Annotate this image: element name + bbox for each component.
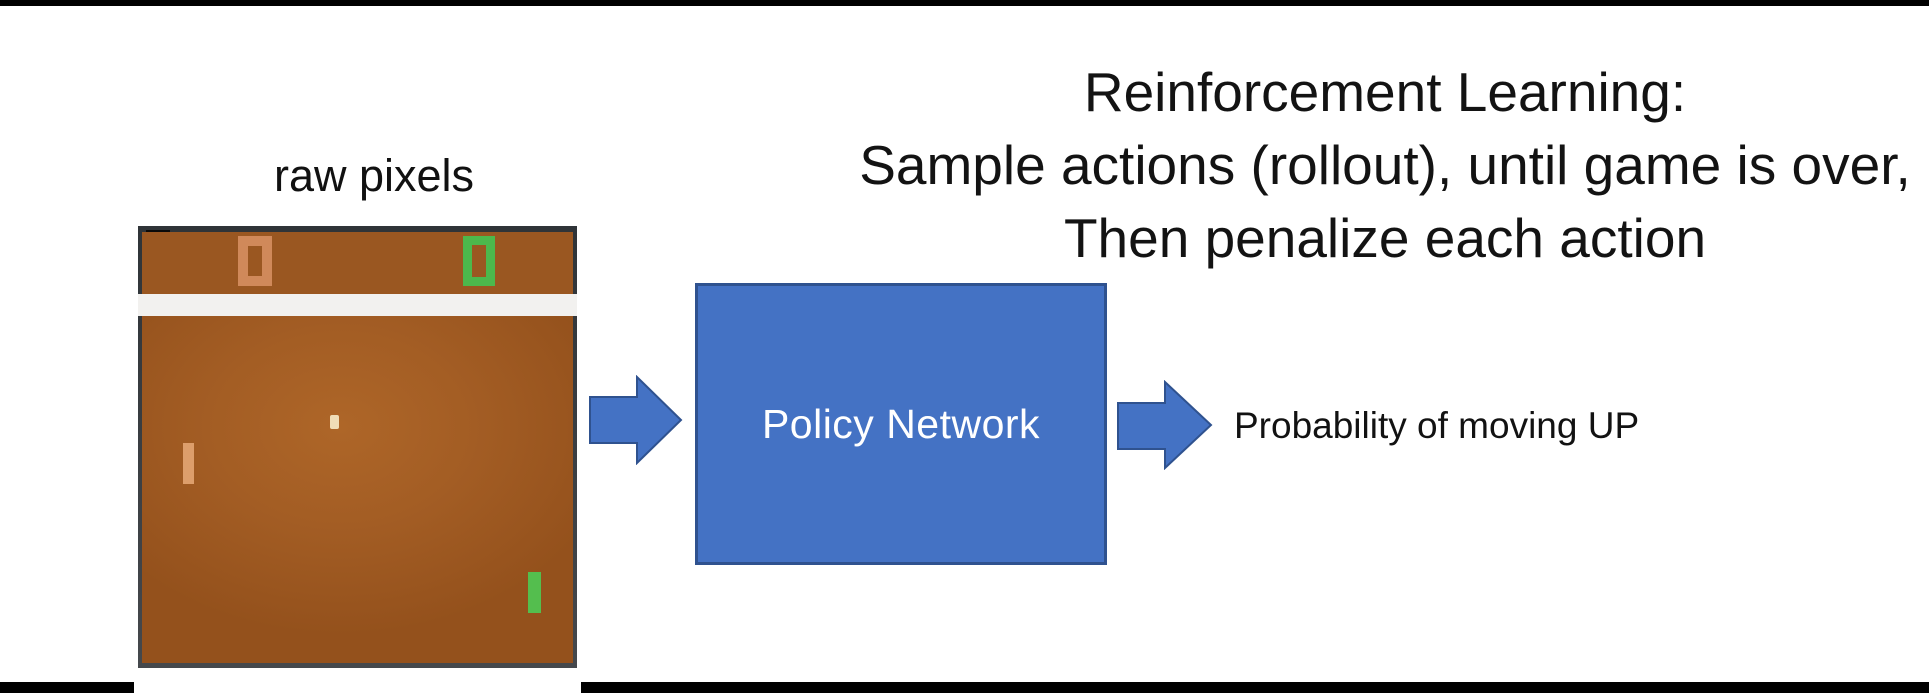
raw-pixels-label: raw pixels	[273, 150, 475, 201]
output-probability-label: Probability of moving UP	[1234, 405, 1640, 446]
top-wall	[138, 294, 577, 316]
bottom-letterbox-bar-right	[581, 682, 1929, 693]
left-paddle	[183, 443, 194, 484]
arrow-right-icon	[589, 375, 683, 465]
policy-network-box: Policy Network	[695, 283, 1107, 565]
ball	[330, 415, 339, 429]
bottom-letterbox-bar-left	[0, 682, 134, 693]
right-player-score-zero	[463, 236, 495, 286]
slide-title: Reinforcement Learning: Sample actions (…	[760, 56, 1929, 275]
top-letterbox-bar	[0, 0, 1929, 6]
playfield	[142, 316, 573, 663]
score-row	[142, 232, 573, 294]
title-line-2: Sample actions (rollout), until game is …	[859, 134, 1911, 196]
policy-network-label: Policy Network	[761, 400, 1041, 447]
arrow-right-icon	[1117, 380, 1213, 470]
title-line-1: Reinforcement Learning:	[1083, 61, 1687, 123]
title-line-3: Then penalize each action	[1063, 207, 1707, 269]
right-paddle	[528, 572, 541, 613]
pong-game-screenshot	[138, 226, 577, 668]
left-player-score-zero	[238, 236, 272, 286]
